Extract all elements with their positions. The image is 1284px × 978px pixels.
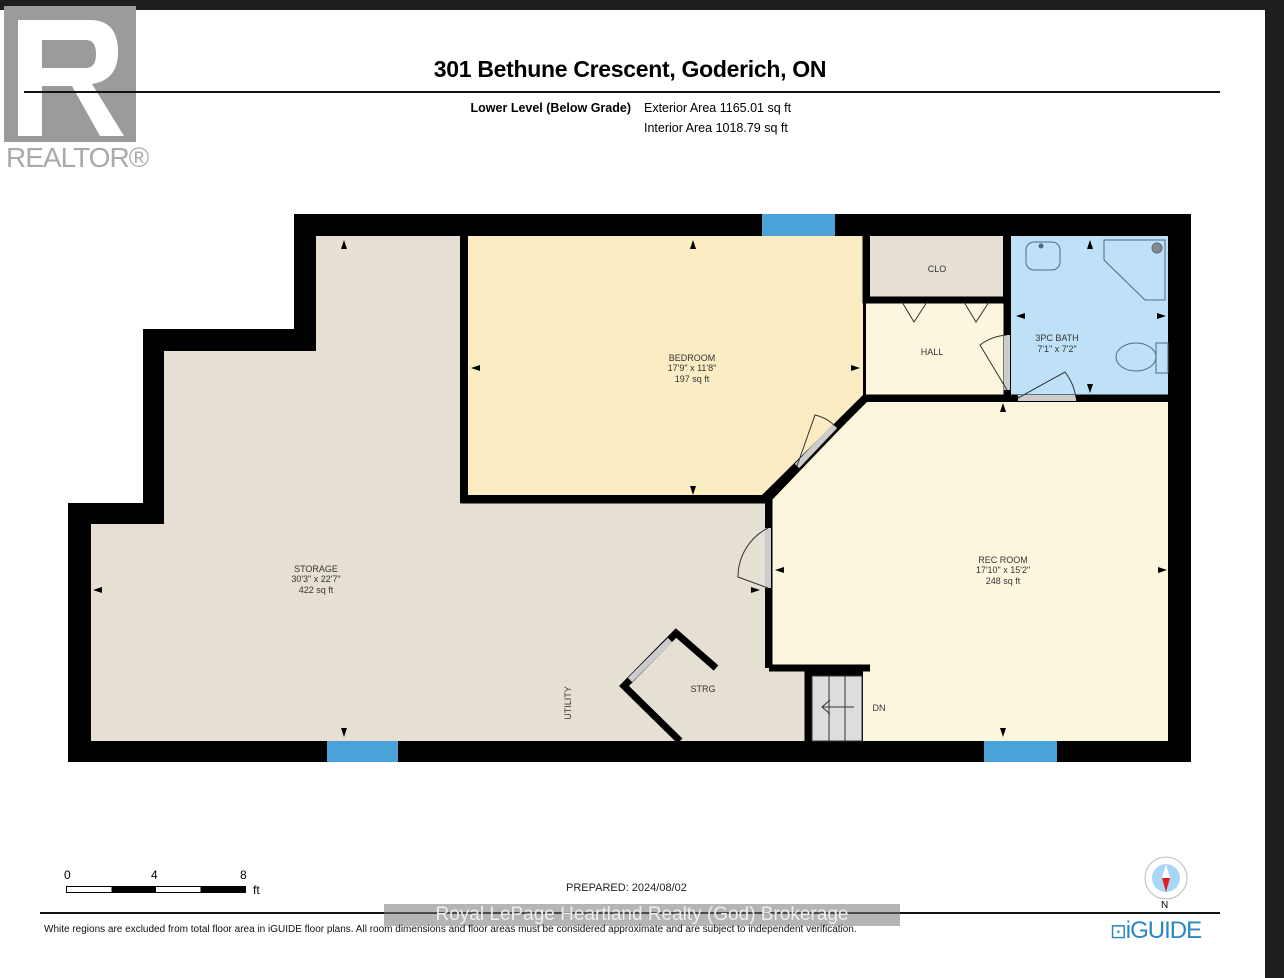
bedroom-area: 197 sq ft: [675, 374, 710, 384]
iguide-brand: iGUIDE: [1125, 917, 1202, 944]
bath-fixtures: [1025, 239, 1169, 374]
room-bath: [1011, 236, 1168, 395]
rec-name: REC ROOM: [978, 555, 1028, 565]
stairs-arrow-icon: [821, 699, 854, 715]
room-storage: [91, 236, 805, 741]
window-frame-right: [1265, 0, 1284, 978]
strg-label: STRG: [690, 684, 715, 694]
utility-label: UTILITY: [563, 686, 573, 720]
level-label: Lower Level (Below Grade): [470, 101, 631, 115]
scale-tick: 8: [240, 868, 247, 882]
disclaimer: White regions are excluded from total fl…: [44, 924, 857, 935]
realtor-logo: [4, 6, 136, 142]
compass-icon: [1144, 856, 1188, 900]
window: [327, 741, 398, 762]
page-title: 301 Bethune Crescent, Goderich, ON: [433, 56, 827, 82]
storage-dims: 30'3" x 22'7": [291, 574, 340, 584]
dimension-arrow-icons: [93, 240, 1167, 737]
iguide-logo: ⊡iGUIDE: [1110, 917, 1202, 945]
window-frame-top: [0, 0, 1284, 10]
closet-label: CLO: [928, 264, 947, 274]
bedroom-name: BEDROOM: [669, 353, 716, 363]
compass-north-label: N: [1161, 900, 1169, 911]
window: [762, 214, 835, 236]
down-label: DN: [873, 703, 886, 713]
exterior-area: Exterior Area 1165.01 sq ft: [644, 101, 792, 115]
scale-tick: 0: [64, 868, 71, 882]
bath-name: 3PC BATH: [1035, 333, 1078, 343]
room-rec: [772, 402, 1168, 741]
doors: [627, 301, 1077, 683]
bedroom-dims: 17'9" x 11'8": [668, 363, 717, 373]
storage-area: 422 sq ft: [299, 585, 334, 595]
stairs: [811, 675, 863, 742]
bath-dims: 7'1" x 7'2": [1037, 344, 1076, 354]
rec-dims: 17'10" x 15'2": [976, 565, 1030, 575]
scale-bar: 0 4 8 ft: [62, 868, 272, 898]
room-bedroom: [468, 236, 863, 495]
scale-tick: 4: [151, 868, 158, 882]
window: [984, 741, 1057, 762]
storage-name: STORAGE: [294, 564, 338, 574]
prepared-date: PREPARED: 2024/08/02: [566, 882, 687, 894]
scale-unit: ft: [253, 883, 260, 897]
room-closet: [870, 236, 1003, 298]
iguide-icon: ⊡: [1110, 921, 1127, 943]
rec-area: 248 sq ft: [986, 576, 1021, 586]
header-divider: [24, 91, 1220, 93]
watermark: Royal LePage Heartland Realty (God) Brok…: [384, 904, 900, 926]
interior-area: Interior Area 1018.79 sq ft: [644, 121, 788, 135]
hall-label: HALL: [921, 347, 944, 357]
realtor-logo-text: REALTOR®: [6, 142, 149, 173]
